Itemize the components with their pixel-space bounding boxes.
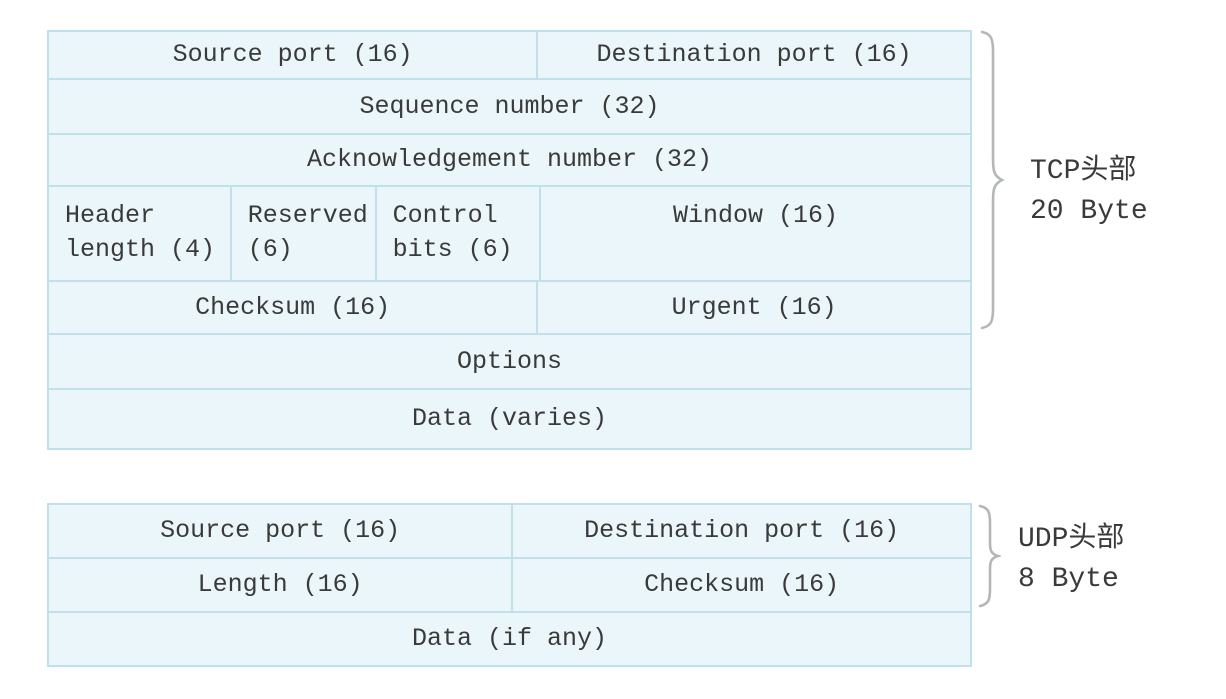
udp-header-size-label: UDP头部 8 Byte xyxy=(1018,520,1124,600)
udp-header-label-line1: UDP头部 xyxy=(1018,524,1125,555)
tcp-field-control-bits: Control bits (6) xyxy=(376,187,541,282)
tcp-row-acknowledgement: Acknowledgement number (32) xyxy=(49,135,972,187)
udp-row-ports: Source port (16) Destination port (16) xyxy=(49,505,972,559)
tcp-header-brace-icon xyxy=(980,30,1005,330)
udp-field-checksum: Checksum (16) xyxy=(513,559,972,613)
tcp-header-label-line1: TCP头部 xyxy=(1030,156,1137,187)
tcp-row-data: Data (varies) xyxy=(49,390,972,450)
udp-field-data: Data (if any) xyxy=(49,613,972,667)
tcp-field-reserved: Reserved (6) xyxy=(231,187,377,282)
udp-header-table: Source port (16) Destination port (16) L… xyxy=(47,503,972,667)
tcp-row-sequence: Sequence number (32) xyxy=(49,80,972,135)
udp-header-brace-icon xyxy=(978,504,1001,608)
tcp-header-table: Source port (16) Destination port (16) S… xyxy=(47,30,972,450)
tcp-row-ports: Source port (16) Destination port (16) xyxy=(49,32,972,80)
udp-row-data: Data (if any) xyxy=(49,613,972,667)
udp-field-source-port: Source port (16) xyxy=(49,505,514,559)
tcp-row-checksum: Checksum (16) Urgent (16) xyxy=(49,282,972,335)
tcp-row-flags: Header length (4) Reserved (6) Control b… xyxy=(49,187,972,282)
tcp-field-source-port: Source port (16) xyxy=(49,32,539,80)
tcp-field-data: Data (varies) xyxy=(49,390,972,450)
tcp-header-size-label: TCP头部 20 Byte xyxy=(1030,152,1148,232)
udp-field-length: Length (16) xyxy=(49,559,514,613)
udp-row-length-checksum: Length (16) Checksum (16) xyxy=(49,559,972,613)
tcp-field-urgent: Urgent (16) xyxy=(538,282,972,335)
tcp-field-window: Window (16) xyxy=(540,187,972,282)
tcp-field-header-length: Header length (4) xyxy=(49,187,232,282)
tcp-field-acknowledgement-number: Acknowledgement number (32) xyxy=(49,135,972,187)
tcp-field-options: Options xyxy=(49,335,972,390)
tcp-field-checksum: Checksum (16) xyxy=(49,282,539,335)
udp-field-destination-port: Destination port (16) xyxy=(513,505,972,559)
udp-header-label-line2: 8 Byte xyxy=(1018,564,1119,595)
tcp-row-options: Options xyxy=(49,335,972,390)
tcp-header-label-line2: 20 Byte xyxy=(1030,196,1148,227)
tcp-field-sequence-number: Sequence number (32) xyxy=(49,80,972,135)
tcp-field-destination-port: Destination port (16) xyxy=(538,32,972,80)
